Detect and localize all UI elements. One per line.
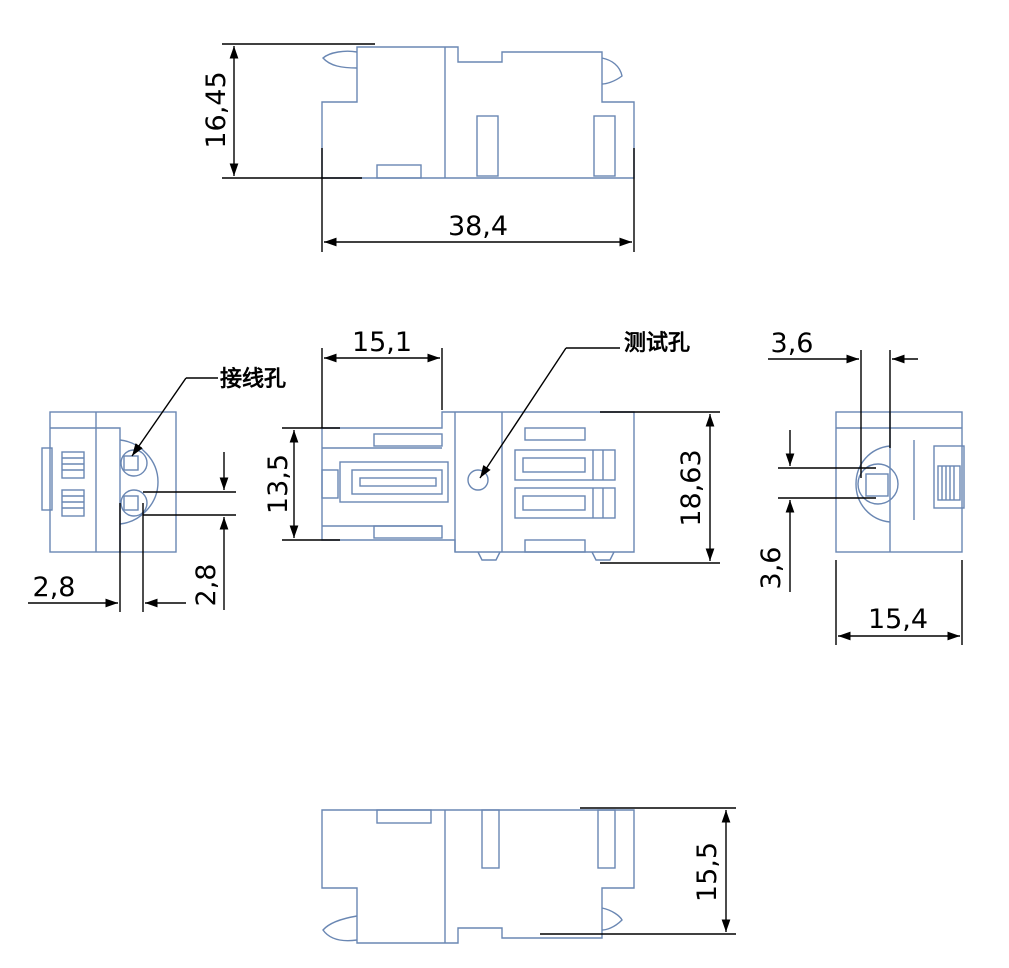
left-grip-ribs bbox=[61, 451, 85, 517]
dim-front-height-inner: 13,5 bbox=[263, 454, 294, 514]
left-end-view: 2,8 2,8 接线孔 bbox=[28, 366, 286, 612]
front-view: 15,1 13,5 18,63 测试孔 bbox=[263, 327, 720, 564]
bottom-view: 15,5 bbox=[321, 807, 736, 944]
top-view: 16,45 38,4 bbox=[201, 43, 635, 252]
dim-left-hole-horizontal: 2,8 bbox=[33, 572, 76, 603]
dim-front-span: 15,1 bbox=[352, 327, 412, 358]
dim-left-hole-vertical: 2,8 bbox=[191, 564, 222, 607]
dim-right-hole-vertical: 3,6 bbox=[756, 547, 787, 590]
dim-right-width: 15,4 bbox=[868, 604, 928, 635]
right-grip-ribs bbox=[937, 465, 961, 501]
dim-right-hole-horizontal: 3,6 bbox=[771, 328, 814, 359]
dim-top-width: 38,4 bbox=[448, 211, 508, 242]
dim-bottom-height: 15,5 bbox=[692, 842, 723, 902]
right-end-view: 3,6 3,6 15,4 bbox=[756, 328, 965, 645]
label-test-hole: 测试孔 bbox=[624, 331, 690, 356]
label-wire-hole: 接线孔 bbox=[220, 366, 286, 392]
dim-top-height: 16,45 bbox=[201, 71, 232, 148]
dim-front-height-outer: 18,63 bbox=[676, 449, 707, 526]
